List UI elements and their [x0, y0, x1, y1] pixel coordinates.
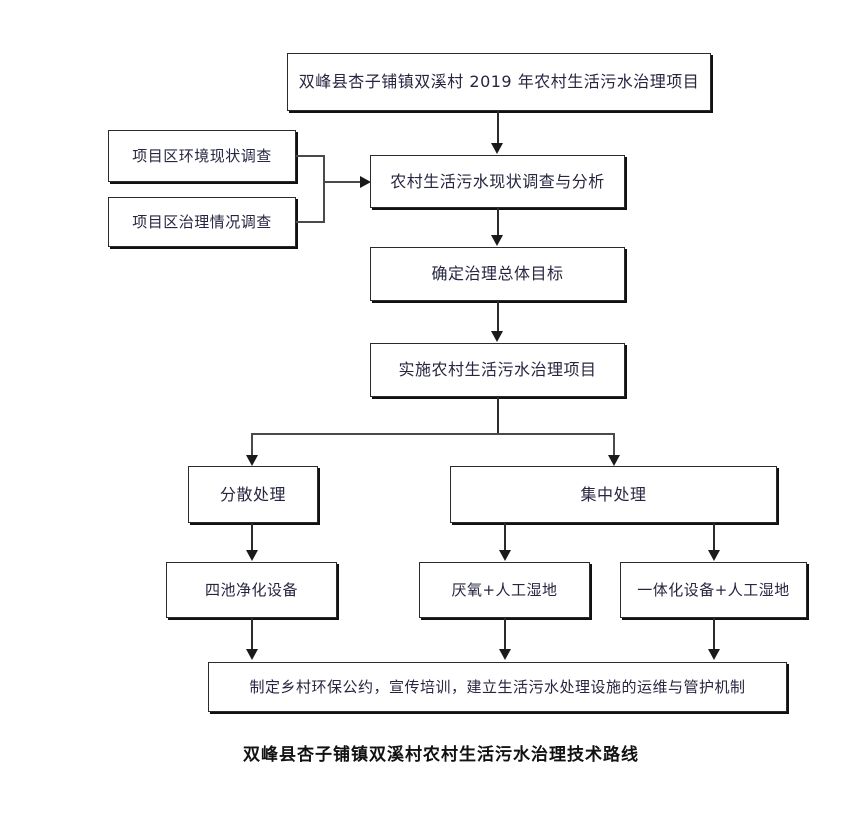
- edge-anaerobic-to-mechanism-line: [504, 618, 506, 650]
- edge-integrated-to-mechanism-line: [713, 618, 715, 650]
- node-mechanism[interactable]: 制定乡村环保公约，宣传培训，建立生活污水处理设施的运维与管护机制: [208, 662, 787, 712]
- edge-implement-split-stem: [497, 397, 499, 434]
- edge-implement-to-decentralized-drop: [251, 433, 253, 458]
- node-integrated-wetland[interactable]: 一体化设备+人工湿地: [620, 562, 807, 618]
- node-centralized-label: 集中处理: [580, 484, 647, 504]
- node-decentralized-label: 分散处理: [219, 484, 286, 504]
- node-four-pond-label: 四池净化设备: [204, 580, 298, 599]
- node-goal[interactable]: 确定治理总体目标: [370, 247, 625, 301]
- edge-survey-env-stub: [296, 155, 325, 157]
- edge-fourpond-to-mechanism-line: [251, 618, 253, 650]
- node-integrated-wetland-label: 一体化设备+人工湿地: [637, 580, 790, 599]
- edge-implement-to-decentralized-arrow: [246, 455, 258, 466]
- edge-survey-bracket-vertical: [323, 155, 325, 223]
- node-survey-environment[interactable]: 项目区环境现状调查: [108, 130, 296, 182]
- edge-implement-to-centralized-drop: [613, 433, 615, 458]
- node-four-pond[interactable]: 四池净化设备: [166, 562, 337, 618]
- node-implement-label: 实施农村生活污水治理项目: [398, 360, 597, 379]
- edge-title-to-analysis-line: [497, 111, 499, 144]
- edge-survey-to-analysis-line: [323, 181, 364, 183]
- node-anaerobic-wetland[interactable]: 厌氧+人工湿地: [419, 562, 590, 618]
- node-title-project-label: 双峰县杏子铺镇双溪村 2019 年农村生活污水治理项目: [298, 72, 700, 91]
- edge-decentralized-to-fourpond-line: [251, 523, 253, 551]
- edge-anaerobic-to-mechanism-arrow: [499, 649, 511, 660]
- edge-analysis-to-goal-arrow: [491, 235, 503, 246]
- node-survey-treatment-label: 项目区治理情况调查: [132, 212, 272, 231]
- edge-centralized-to-integrated-arrow: [708, 550, 720, 561]
- node-anaerobic-wetland-label: 厌氧+人工湿地: [451, 580, 558, 599]
- edge-survey-to-analysis-arrow: [360, 176, 371, 188]
- diagram-caption: 双峰县杏子铺镇双溪村农村生活污水治理技术路线: [243, 745, 639, 765]
- edge-centralized-to-integrated-line: [713, 523, 715, 551]
- node-analysis-label: 农村生活污水现状调查与分析: [390, 171, 605, 191]
- node-mechanism-label: 制定乡村环保公约，宣传培训，建立生活污水处理设施的运维与管护机制: [249, 677, 746, 696]
- edge-goal-to-implement-line: [497, 301, 499, 332]
- edge-implement-to-centralized-arrow: [608, 455, 620, 466]
- edge-centralized-to-anaerobic-line: [504, 523, 506, 551]
- edge-title-to-analysis-arrow: [491, 143, 503, 154]
- edge-centralized-to-anaerobic-arrow: [499, 550, 511, 561]
- node-goal-label: 确定治理总体目标: [431, 264, 564, 283]
- edge-decentralized-to-fourpond-arrow: [246, 550, 258, 561]
- edge-integrated-to-mechanism-arrow: [708, 649, 720, 660]
- node-survey-environment-label: 项目区环境现状调查: [132, 146, 272, 165]
- node-analysis[interactable]: 农村生活污水现状调查与分析: [370, 155, 625, 208]
- edge-fourpond-to-mechanism-arrow: [246, 649, 258, 660]
- node-title-project[interactable]: 双峰县杏子铺镇双溪村 2019 年农村生活污水治理项目: [287, 53, 711, 111]
- edge-survey-treat-stub: [296, 221, 325, 223]
- node-survey-treatment[interactable]: 项目区治理情况调查: [108, 197, 296, 247]
- edge-analysis-to-goal-line: [497, 208, 499, 236]
- node-implement[interactable]: 实施农村生活污水治理项目: [370, 343, 625, 397]
- node-centralized[interactable]: 集中处理: [450, 466, 777, 523]
- edge-implement-split-bar: [251, 433, 615, 435]
- edge-goal-to-implement-arrow: [491, 331, 503, 342]
- node-decentralized[interactable]: 分散处理: [188, 466, 318, 523]
